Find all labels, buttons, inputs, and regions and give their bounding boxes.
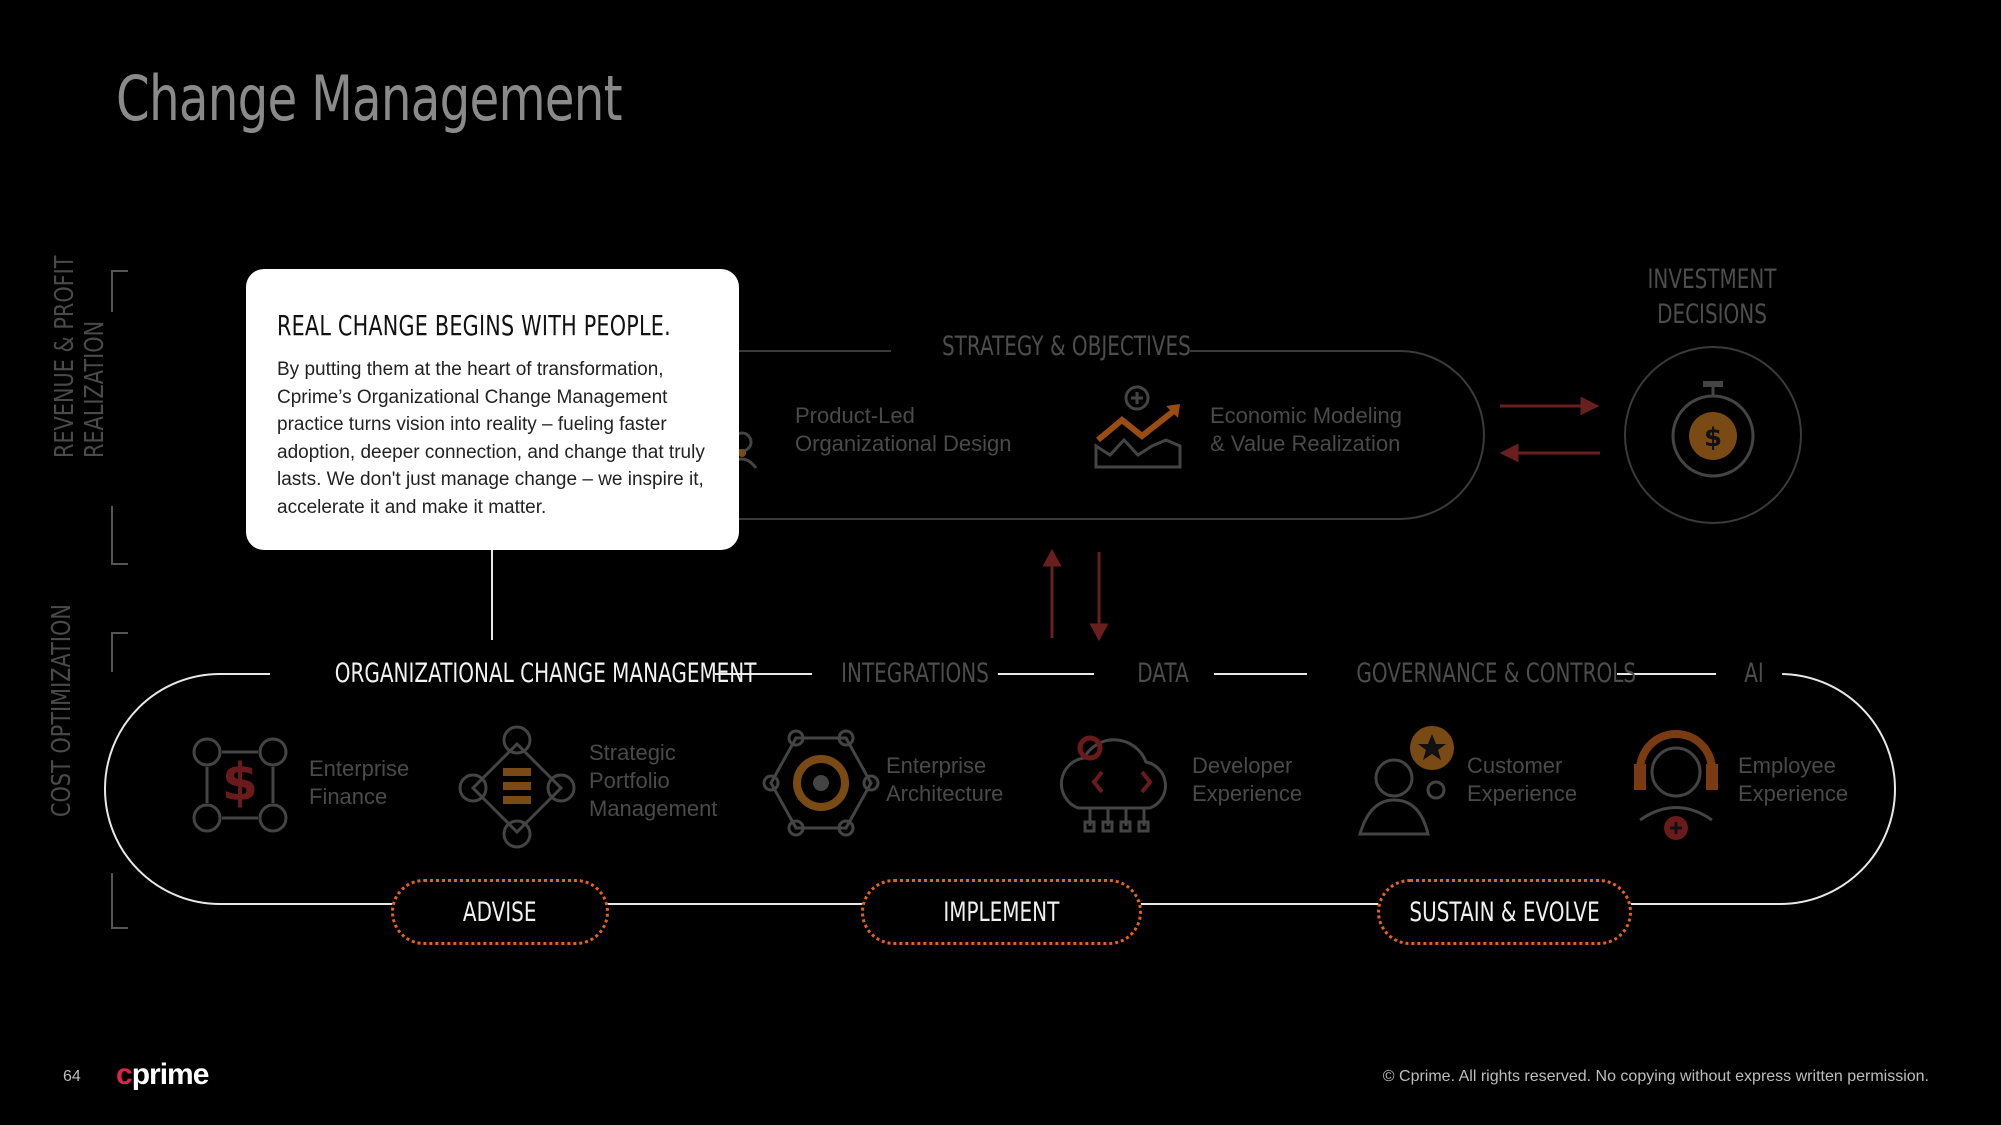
revenue-profit-label: REVENUE & PROFIT REALIZATION: [50, 255, 110, 458]
copyright-notice: © Cprime. All rights reserved. No copyin…: [1382, 1068, 1929, 1085]
cost-optimization-label: COST OPTIMIZATION: [47, 604, 77, 817]
phase-implement[interactable]: IMPLEMENT: [861, 879, 1142, 945]
info-card: REAL CHANGE BEGINS WITH PEOPLE. By putti…: [246, 269, 739, 550]
section-ai[interactable]: AI: [1725, 658, 1783, 689]
section-data[interactable]: DATA: [1111, 658, 1215, 689]
product-led-label: Product-Led Organizational Design: [795, 403, 1012, 456]
phase-sustain-evolve[interactable]: SUSTAIN & EVOLVE: [1377, 879, 1632, 945]
cloud-code-icon: [1059, 735, 1167, 833]
architecture-gear-icon: [762, 729, 880, 837]
finance-cycle-icon: $: [192, 737, 288, 833]
phase-advise[interactable]: ADVISE: [391, 879, 609, 945]
card-body: By putting them at the heart of transfor…: [277, 359, 705, 518]
page-title: Change Management: [116, 62, 623, 135]
stopwatch-dollar-icon: $: [1624, 346, 1802, 524]
economic-modeling-label: Economic Modeling & Value Realization: [1210, 403, 1402, 456]
investment-decisions-label: INVESTMENT DECISIONS: [1647, 264, 1777, 330]
section-strategy-objectives: STRATEGY & OBJECTIVES: [933, 331, 1191, 362]
cprime-logo: cprime: [116, 1058, 209, 1091]
svg-text:$: $: [222, 753, 258, 813]
page-number: 64: [63, 1068, 81, 1085]
growth-chart-icon: [1094, 385, 1182, 469]
customer-star-icon: [1357, 726, 1454, 836]
svg-text:$: $: [1704, 423, 1722, 453]
card-title: REAL CHANGE BEGINS WITH PEOPLE.: [277, 309, 671, 342]
horizontal-arrows: [1499, 396, 1600, 463]
section-organizational-change-management[interactable]: ORGANIZATIONAL CHANGE MANAGEMENT: [325, 658, 756, 689]
vertical-arrows: [1042, 548, 1109, 642]
top-loop-line: [739, 350, 1485, 520]
portfolio-icon: [458, 725, 576, 849]
left-brackets: [111, 270, 128, 929]
headset-person-icon: [1634, 730, 1718, 840]
section-governance-controls[interactable]: GOVERNANCE & CONTROLS: [1347, 658, 1636, 689]
section-integrations[interactable]: INTEGRATIONS: [832, 658, 998, 689]
